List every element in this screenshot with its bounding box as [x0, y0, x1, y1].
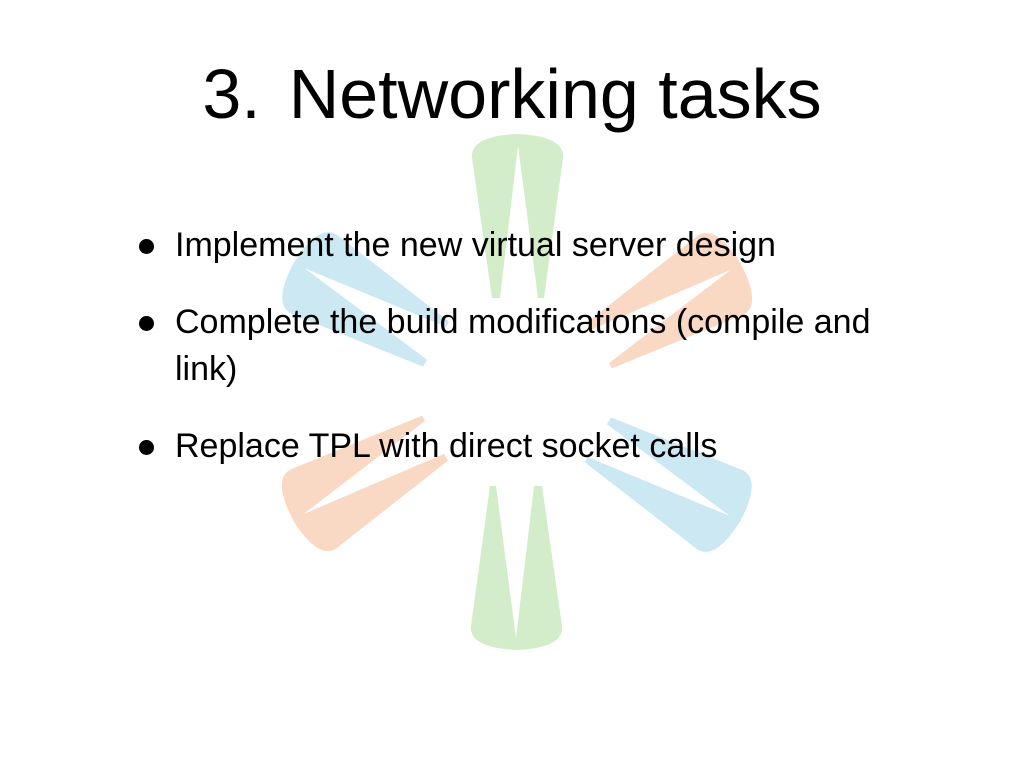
logo-petal — [584, 417, 752, 552]
logo-petal — [281, 415, 449, 552]
bullet-item: Implement the new virtual server design — [132, 222, 932, 269]
bullet-list: Implement the new virtual server design … — [132, 222, 932, 500]
bullet-icon — [139, 316, 154, 331]
bullet-item: Complete the build modifications (compil… — [132, 299, 932, 393]
logo-petal — [282, 232, 450, 367]
bullet-text: Replace TPL with direct socket calls — [175, 427, 718, 465]
logo-petal — [585, 232, 753, 369]
bullet-item: Replace TPL with direct socket calls — [132, 423, 932, 470]
logo-petal — [471, 134, 564, 298]
bullet-text: Implement the new virtual server design — [175, 226, 776, 264]
logo-petal — [470, 486, 563, 650]
bullet-icon — [139, 440, 154, 455]
bullet-text: Complete the build modifications (compil… — [175, 303, 871, 388]
title-number: 3. — [202, 55, 261, 133]
title-text: Networking tasks — [288, 55, 822, 133]
bullet-icon — [139, 239, 154, 254]
slide-title: 3. Networking tasks — [0, 52, 1024, 136]
